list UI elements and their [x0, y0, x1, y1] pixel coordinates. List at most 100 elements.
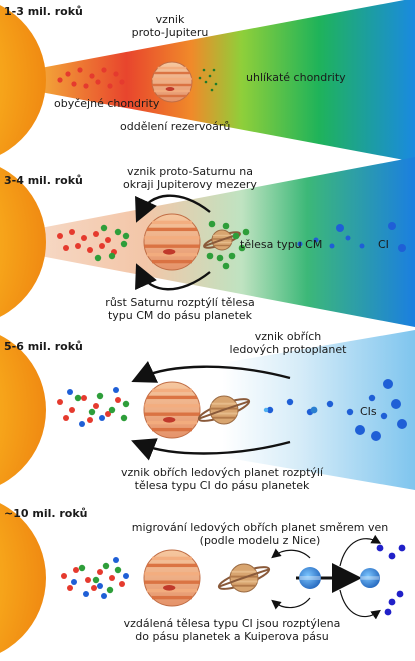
cm-body	[74, 394, 82, 402]
cm-body	[102, 562, 110, 570]
ordinary-chondrite	[107, 83, 113, 89]
panel2-far-right-label: CI	[378, 238, 389, 251]
panel2-right-label: tělesa typu CM	[240, 238, 323, 251]
ci-body	[99, 415, 105, 421]
panel4-bottom-label-line1: vzdálená tělesa typu CI jsou rozptýlena	[123, 617, 341, 630]
carbonaceous-chondrite	[212, 68, 216, 72]
ordinary-chondrite	[87, 247, 93, 253]
ice-giant	[360, 568, 380, 588]
ordinary-chondrite	[63, 245, 69, 251]
cm-body	[242, 228, 250, 236]
ordinary-chondrite	[69, 229, 75, 235]
jupiter	[143, 549, 201, 607]
cm-body	[94, 254, 102, 262]
ordinary-chondrite	[95, 79, 101, 85]
particles	[57, 67, 407, 616]
ordinary-chondrite	[71, 81, 77, 87]
panel1-top-label-line2: proto-Jupiteru	[131, 26, 209, 39]
ice-planetesimal	[263, 407, 269, 413]
sun	[0, 335, 46, 485]
ci-body	[329, 243, 335, 249]
panel1-top-label-line1: vznik	[155, 13, 185, 26]
cm-body	[96, 392, 104, 400]
arrow-bottom	[135, 263, 211, 291]
carbonaceous-chondrite	[210, 88, 214, 92]
panel2-bottom-label-line1: růst Saturnu rozptýlí tělesa	[105, 296, 255, 309]
planets	[143, 61, 380, 607]
jupiter	[143, 213, 201, 271]
ci-body	[113, 557, 119, 563]
carbonaceous-chondrite	[202, 68, 206, 72]
carbonaceous-chondrite	[204, 80, 208, 84]
ci-body	[101, 593, 107, 599]
carbonaceous-chondrite	[214, 82, 218, 86]
ci-body	[355, 425, 365, 435]
cm-body	[92, 576, 100, 584]
ci-body	[384, 608, 392, 616]
ordinary-chondrite	[85, 577, 91, 583]
ordinary-chondrite	[81, 235, 87, 241]
arrow-small	[339, 589, 381, 620]
ci-body	[368, 394, 376, 402]
ci-body	[388, 552, 396, 560]
ordinary-chondrite	[73, 567, 79, 573]
ordinary-chondrite	[87, 417, 93, 423]
panel4-top-label-line2: (podle modelu z Nice)	[199, 534, 321, 547]
panel2-top-label-line1: vznik proto-Saturnu na	[127, 165, 253, 178]
jupiter	[143, 381, 201, 439]
ci-body	[97, 583, 103, 589]
cm-body	[206, 252, 214, 260]
ordinary-chondrite	[113, 71, 119, 77]
ordinary-chondrite	[65, 71, 71, 77]
ci-body	[397, 419, 407, 429]
ordinary-chondrite	[115, 397, 121, 403]
ordinary-chondrite	[81, 395, 87, 401]
cm-body	[232, 232, 240, 240]
cm-body	[120, 240, 128, 248]
ci-body	[388, 222, 396, 230]
cm-body	[78, 564, 86, 572]
ci-body	[336, 224, 344, 232]
saturn	[203, 229, 241, 251]
ordinary-chondrite	[97, 569, 103, 575]
arrow-small	[339, 534, 382, 567]
panel1-bottom-label: oddělení rezervoárů	[120, 120, 231, 133]
panel2-bottom-label-line2: typu CM do pásu planetek	[107, 309, 253, 322]
saturn	[197, 395, 251, 425]
cm-body	[208, 220, 216, 228]
ordinary-chondrite	[89, 73, 95, 79]
sun	[0, 503, 46, 653]
arrow-bottom	[131, 438, 291, 461]
ci-body	[371, 431, 381, 441]
saturn	[217, 563, 271, 593]
ordinary-chondrite	[57, 399, 63, 405]
ordinary-chondrite	[119, 79, 125, 85]
ci-body	[345, 235, 351, 241]
cm-body	[120, 414, 128, 422]
panel3-top-label-line1: vznik obřích	[254, 330, 322, 343]
ci-body	[326, 400, 334, 408]
suns	[0, 5, 46, 653]
ci-body	[313, 237, 319, 243]
panel1-time: 1-3 mil. roků	[4, 5, 83, 18]
ordinary-chondrite	[69, 407, 75, 413]
carbonaceous-chondrite	[208, 74, 212, 78]
cm-body	[106, 586, 114, 594]
panel1-left-label: obyčejné chondrity	[54, 97, 160, 110]
ci-body	[123, 573, 129, 579]
cm-body	[114, 228, 122, 236]
ci-body	[376, 544, 384, 552]
ordinary-chondrite	[63, 415, 69, 421]
ci-body	[67, 389, 73, 395]
ci-body	[113, 387, 119, 393]
ice-protoplanet	[310, 406, 318, 414]
cm-body	[228, 252, 236, 260]
panel2-time: 3-4 mil. roků	[4, 174, 83, 187]
ordinary-chondrite	[57, 77, 63, 83]
ordinary-chondrite	[99, 243, 105, 249]
ci-body	[286, 398, 294, 406]
cm-body	[238, 244, 246, 252]
cm-body	[122, 400, 130, 408]
panel2-top-label-line2: okraji Jupiterovy mezery	[123, 178, 257, 191]
